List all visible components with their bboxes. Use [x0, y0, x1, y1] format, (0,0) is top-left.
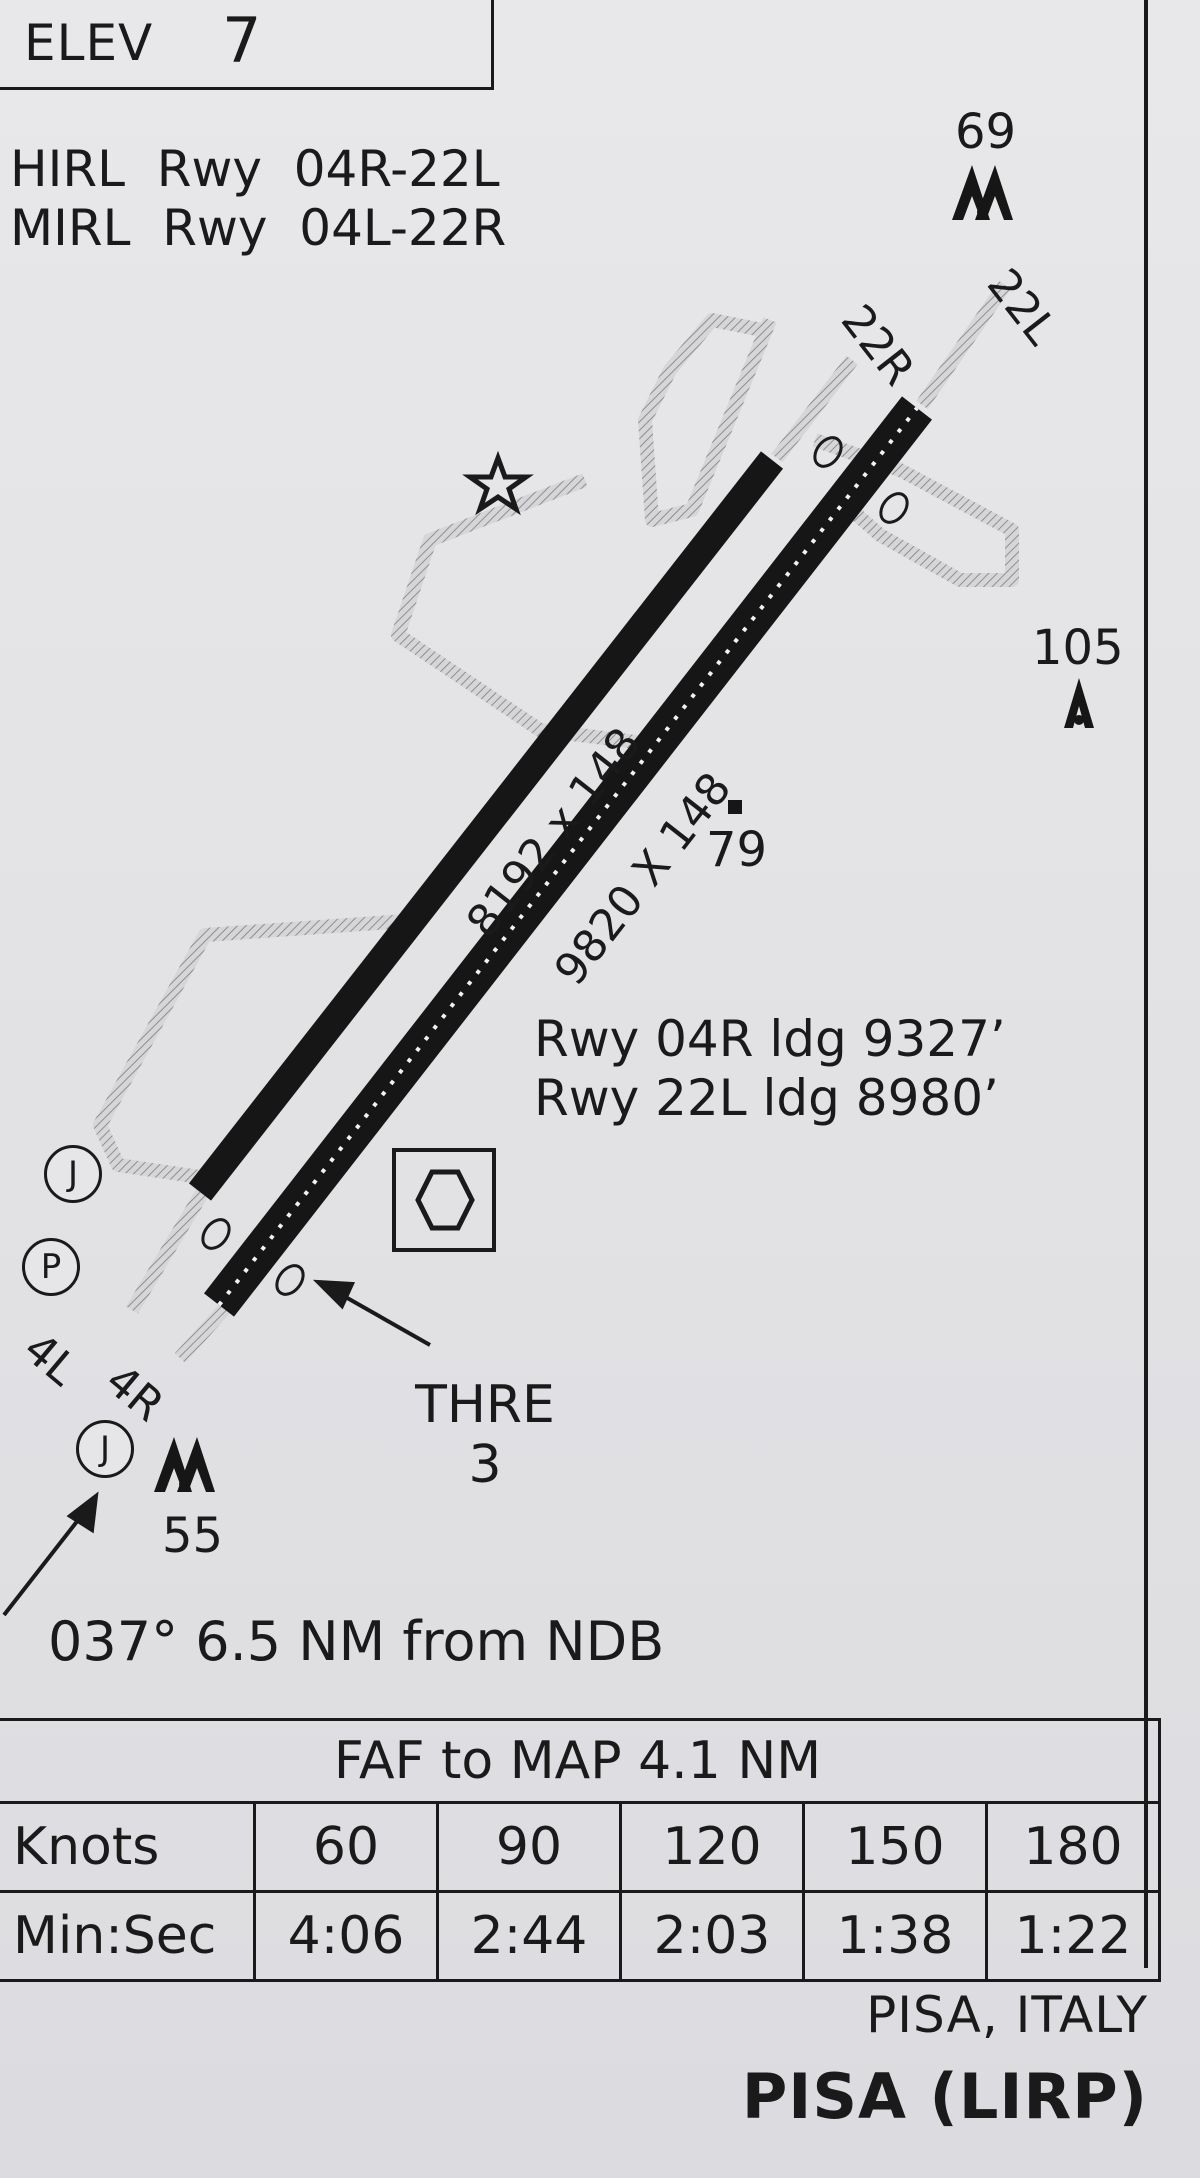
timing-knots-cell: 120	[619, 1801, 805, 1893]
elevation-box	[0, 0, 494, 90]
beacon-star-icon	[462, 450, 534, 516]
timing-table: FAF to MAP 4.1 NM Knots 60 90 120 150 18…	[0, 1718, 1161, 1982]
landing-distance-line: Rwy 04R ldg 9327’	[534, 1010, 1006, 1068]
taxiway-outlines	[93, 281, 1019, 1363]
taxiway-04l-ext	[125, 1181, 214, 1314]
threshold-lights	[201, 436, 909, 1296]
obstacle-icon-e	[1064, 678, 1094, 728]
lighting-line: MIRL Rwy 04L-22R	[10, 199, 507, 257]
marker-p-icon: P	[22, 1238, 80, 1296]
lighting-line: HIRL Rwy 04R-22L	[10, 140, 500, 198]
threshold-note-line1: THRE	[415, 1375, 555, 1435]
timing-knots-cell: 60	[253, 1801, 439, 1893]
threshold-note-line2: 3	[468, 1434, 502, 1495]
timing-knots-cell: 150	[802, 1801, 988, 1893]
timing-time-cell: 4:06	[253, 1890, 439, 1982]
obstacle-elev-n: 69	[955, 104, 1017, 160]
timing-knots-cell: 90	[436, 1801, 622, 1893]
timing-knots-cell: 180	[985, 1801, 1161, 1893]
taxiway-ne-apron	[812, 433, 1019, 587]
timing-row-knots: Knots 60 90 120 150 180	[0, 1801, 1161, 1893]
marker-j-icon: J	[44, 1145, 102, 1203]
timing-row-label: Min:Sec	[0, 1890, 256, 1982]
taxiway-04r-ext	[174, 1300, 234, 1363]
elevation-label: ELEV	[24, 14, 154, 72]
taxiway-22r-ext	[771, 355, 858, 463]
timing-time-cell: 2:03	[619, 1890, 805, 1982]
elevation-value: 7	[222, 4, 262, 77]
runway-04r-22l	[204, 396, 932, 1317]
timing-time-cell: 2:44	[436, 1890, 622, 1982]
taxiway-west	[93, 913, 421, 1187]
location-city: PISA, ITALY	[866, 1986, 1148, 2044]
taxiway-22l-ext	[916, 281, 1011, 409]
obstacle-elev-mid: 79	[706, 822, 768, 878]
obstacle-elev-e: 105	[1032, 620, 1124, 676]
threshold-note: THRE 3	[400, 1375, 570, 1496]
chart-border-right	[1144, 0, 1148, 1968]
timing-time-cell: 1:38	[802, 1890, 988, 1982]
hexagon-tower-icon	[392, 1148, 496, 1252]
landing-distance-line: Rwy 22L ldg 8980’	[534, 1069, 999, 1127]
timing-time-cell: 1:22	[985, 1890, 1161, 1982]
obstacle-elev-sw: 55	[162, 1508, 224, 1564]
taxiway-north	[638, 313, 777, 527]
obstacle-group-icon-n	[952, 165, 1013, 220]
runway-lighting-notes: HIRL Rwy 04R-22L MIRL Rwy 04L-22R	[10, 140, 506, 258]
timing-title: FAF to MAP 4.1 NM	[0, 1718, 1161, 1804]
location-airport: PISA (LIRP)	[741, 2060, 1148, 2133]
ndb-fix-note: 037° 6.5 NM from NDB	[48, 1610, 665, 1673]
landing-distances: Rwy 04R ldg 9327’ Rwy 22L ldg 8980’	[534, 1010, 1006, 1128]
threshold-arrow	[312, 1279, 431, 1347]
runway-04l-22r	[188, 451, 784, 1201]
timing-row-label: Knots	[0, 1801, 256, 1893]
timing-row-times: Min:Sec 4:06 2:44 2:03 1:38 1:22	[0, 1890, 1161, 1982]
obstacle-mid-icon	[728, 800, 742, 814]
ndb-arrow	[2, 1491, 99, 1617]
obstacle-group-icon-sw	[154, 1437, 215, 1492]
marker-j-icon: J	[76, 1420, 134, 1478]
